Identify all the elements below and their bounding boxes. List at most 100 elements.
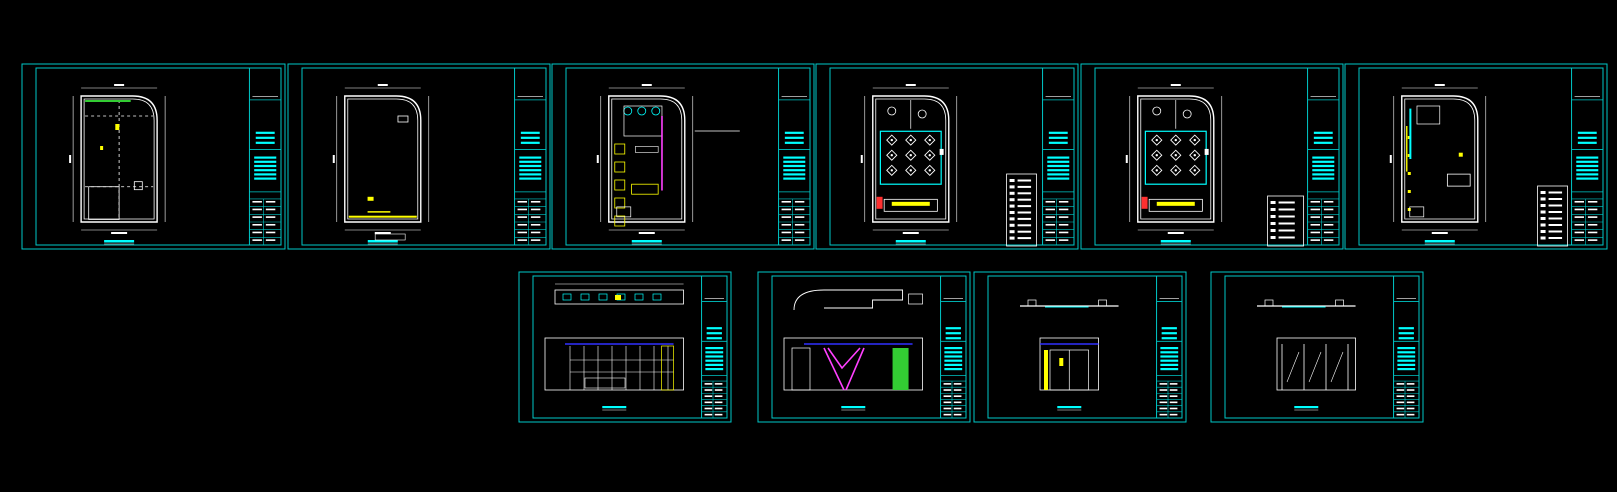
ceiling-light [1170, 134, 1182, 146]
sheet-outer-frame [815, 63, 1079, 250]
title-text-line [1048, 131, 1068, 134]
title-note-line [1047, 173, 1070, 176]
plan-wall-outer [872, 95, 950, 223]
title-note-line [944, 351, 963, 354]
socket [1407, 136, 1411, 139]
title-cell [517, 208, 527, 211]
title-cell [1587, 231, 1598, 234]
title-cell [1587, 208, 1598, 211]
legend-table [1006, 173, 1037, 247]
linear-light [1156, 201, 1195, 206]
title-note-line [1047, 177, 1070, 180]
light-point [909, 154, 912, 157]
legend-text [1278, 222, 1295, 225]
title-cell [1058, 200, 1069, 203]
dimension-text [332, 155, 335, 163]
legend-symbol [1270, 208, 1276, 211]
title-cell [1574, 208, 1584, 211]
ceiling-light [924, 149, 936, 161]
title-cell [1159, 389, 1168, 391]
title-note-line [1312, 160, 1335, 163]
title-cell [1323, 239, 1334, 241]
workstation [614, 161, 626, 173]
title-cell [1058, 239, 1069, 241]
title-note-line [1576, 177, 1599, 180]
chair [623, 106, 633, 116]
title-note-line [944, 363, 963, 366]
sheet-inner-frame [35, 67, 282, 246]
sink [616, 206, 632, 218]
sheet-floor-plan-electrical [1344, 63, 1608, 250]
fixture [397, 115, 409, 123]
sheet-floor-plan-furniture [551, 63, 815, 250]
sheet-floor-plan-wall [287, 63, 551, 250]
key-mark [615, 295, 621, 300]
title-cell [1310, 223, 1320, 226]
workstation [614, 215, 626, 227]
counter [584, 377, 626, 389]
title-text-line [1161, 332, 1177, 335]
legend-text [1278, 215, 1295, 218]
title-cell [714, 389, 723, 391]
column-mark [115, 124, 120, 130]
title-cell [252, 239, 262, 241]
title-cell [704, 407, 713, 410]
key-column [1098, 299, 1107, 307]
title-cell [943, 395, 952, 397]
title-cell [517, 231, 527, 234]
dimension-text [596, 155, 599, 163]
legend-symbol [1540, 210, 1546, 214]
legend-symbol [1540, 230, 1546, 233]
title-cell [953, 395, 962, 397]
title-note-line [783, 160, 806, 163]
legend-text [1548, 198, 1563, 200]
title-note-line [1047, 164, 1070, 168]
title-note-line [1312, 156, 1335, 159]
title-text-line [1161, 327, 1177, 330]
title-text-line [706, 337, 722, 340]
title-cell [1159, 413, 1168, 416]
title-cell [943, 383, 952, 385]
light-point [1174, 138, 1177, 142]
title-note-line [254, 160, 277, 163]
title-text-line [784, 141, 804, 144]
plan-wall-inner [83, 98, 155, 220]
sheet-inner-frame [301, 67, 547, 246]
dimension-text [641, 84, 652, 86]
window-mark [85, 100, 131, 102]
linear-light [891, 201, 930, 206]
ceiling-panel [879, 130, 942, 185]
workstation [614, 143, 626, 155]
title-note-line [519, 156, 542, 159]
title-text-line [1577, 141, 1597, 144]
key-furniture [580, 293, 590, 301]
title-cell [704, 383, 713, 385]
sheet-outer-frame [1344, 63, 1608, 250]
title-note-line [705, 359, 724, 362]
title-cell [1058, 216, 1069, 218]
title-cell [1396, 383, 1405, 385]
legend-text [1017, 192, 1032, 195]
title-note-line [1160, 359, 1179, 362]
title-cell [1159, 395, 1168, 397]
legend-text [1017, 211, 1032, 214]
light-point [928, 138, 931, 142]
sheet-outer-frame [757, 271, 971, 423]
title-note-line [254, 164, 277, 168]
legend-text [1278, 236, 1295, 239]
legend-symbol [1009, 223, 1015, 227]
office [1416, 105, 1441, 125]
title-cell [953, 407, 962, 410]
light-point [1155, 138, 1158, 142]
plan-wall-outer [80, 95, 158, 223]
socket [1407, 208, 1411, 211]
title-text-line [706, 327, 722, 330]
title-note-line [944, 368, 963, 371]
legend-symbol [1270, 215, 1276, 218]
legend-symbol [1540, 217, 1546, 220]
dimension-text [377, 84, 388, 86]
exit-sign [876, 196, 883, 209]
column [133, 181, 143, 191]
